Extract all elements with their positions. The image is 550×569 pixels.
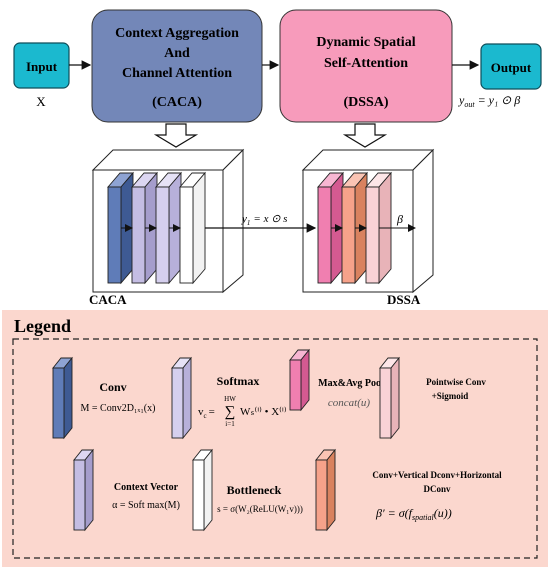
input-node: Input [13, 42, 70, 89]
legend-slab-conv [52, 356, 73, 440]
legend-pool-formula: concat(u) [328, 397, 370, 409]
caca-node: Context Aggregation And Channel Attentio… [91, 9, 263, 123]
caca-title-line3: Channel Attention [122, 66, 232, 81]
legend-slab-context-vector [73, 448, 94, 532]
hollow-down-arrow-caca [153, 123, 199, 148]
legend-dc-title-1: Conv+Vertical Dconv+Horizontal [372, 470, 502, 480]
caca-abbr: (CACA) [152, 95, 202, 110]
legend-slab-bottleneck [192, 448, 213, 532]
dssa-slab-pointwise [365, 171, 392, 285]
legend-dc-formula: β′ = σ(fspatial(u)) [375, 506, 452, 522]
hollow-down-arrow-dssa [342, 123, 388, 148]
legend-bn-title: Bottleneck [227, 483, 282, 497]
dssa-title-line1: Dynamic Spatial [316, 35, 415, 50]
caca-title-line1: Context Aggregation [115, 26, 239, 41]
caca-caption: CACA [89, 292, 127, 307]
dssa-title-line2: Self-Attention [324, 56, 408, 71]
legend-softmax-rhs: Wₛ⁽ⁱ⁾ • X⁽ⁱ⁾ [240, 406, 287, 418]
legend-cv-title: Context Vector [114, 482, 179, 493]
legend-pool-title: Max&Avg Pool [318, 378, 384, 389]
legend-slab-dconv [315, 448, 336, 532]
legend-pw-title-1: Pointwise Conv [426, 377, 486, 387]
caca-title-line2: And [164, 46, 190, 61]
legend-panel: Legend [2, 310, 548, 567]
input-label: Input [26, 59, 58, 74]
legend-softmax-lhs: vc= [198, 406, 215, 420]
legend-bn-formula: s = σ(W₂(ReLU(W₁v))) [217, 504, 303, 514]
mid-formula: y1= x ⊙ s [241, 213, 287, 227]
legend-softmax-sum-top: HW [224, 395, 236, 403]
legend-slab-pool [289, 348, 310, 412]
dssa-abbr: (DSSA) [343, 95, 388, 110]
legend-dashed-frame [12, 338, 538, 559]
legend-conv-title: Conv [99, 380, 126, 394]
output-label: Output [491, 60, 532, 75]
legend-cv-formula: α = Soft max(M) [112, 500, 180, 511]
output-node: Output [480, 43, 542, 90]
legend-softmax-title: Softmax [217, 374, 260, 388]
caca-slab-bottleneck [179, 171, 206, 285]
beta-label: β [396, 212, 403, 226]
legend-conv-formula: M = Conv2D₁ₓ₁(x) [81, 403, 156, 414]
dssa-node: Dynamic Spatial Self-Attention (DSSA) [279, 9, 453, 123]
legend-slab-pointwise [379, 356, 400, 440]
legend-dc-title-2: DConv [423, 484, 451, 494]
output-formula: yout= y₁ ⊙ β [458, 93, 520, 109]
dssa-caption: DSSA [387, 292, 421, 307]
input-symbol: X [36, 94, 46, 109]
legend-softmax-sigma: ∑ [225, 404, 236, 420]
legend-pw-title-2: +Sigmoid [432, 391, 469, 401]
legend-title: Legend [14, 316, 71, 336]
legend-slab-softmax [171, 356, 192, 440]
legend-softmax-sum-bottom: i=1 [225, 420, 235, 428]
caca-slab-context-vector [131, 171, 158, 285]
